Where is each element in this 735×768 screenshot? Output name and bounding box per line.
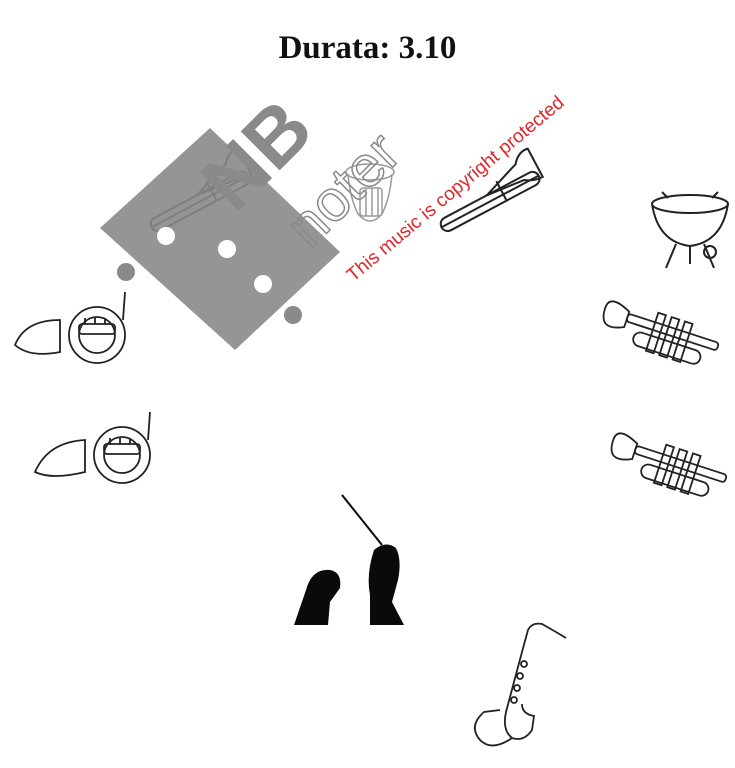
conductor-image — [290, 490, 415, 625]
saxophone-image — [462, 612, 572, 762]
page-title: Durata: 3.10 — [0, 30, 735, 67]
timpani-image — [648, 190, 733, 270]
trumpet-1-image — [592, 296, 727, 396]
french-horn-2-image — [30, 410, 165, 490]
trombone-right-image — [430, 150, 560, 250]
french-horn-1-image — [5, 290, 140, 370]
trumpet-2-image — [600, 428, 735, 528]
tuba-image — [330, 158, 410, 238]
trombone-left-image — [140, 150, 270, 250]
